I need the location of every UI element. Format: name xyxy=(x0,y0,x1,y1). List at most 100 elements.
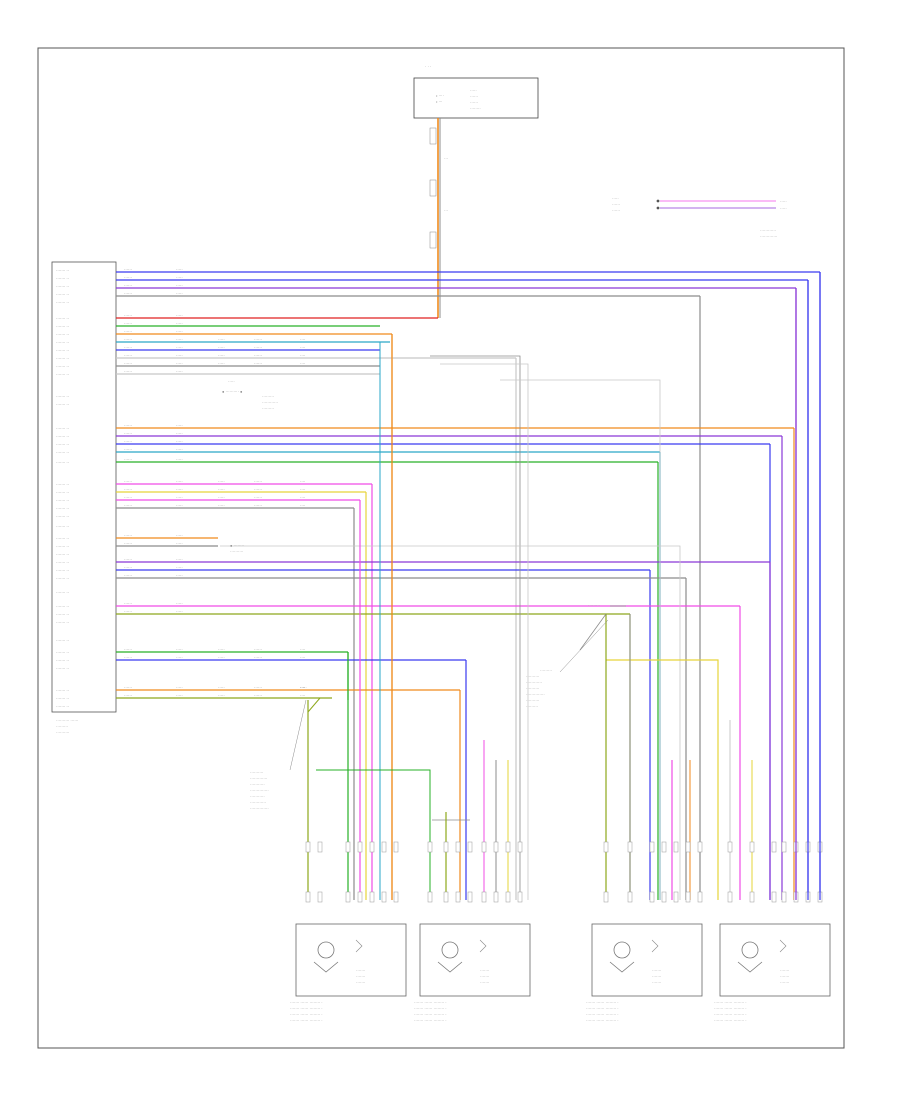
wire-label: ······ xyxy=(124,685,132,690)
wire-label: ····· xyxy=(176,601,183,606)
svg-text:·········: ········· xyxy=(540,668,552,673)
terminal-marker xyxy=(317,891,323,903)
pin-label: ······· ·· xyxy=(56,442,69,447)
terminal-marker xyxy=(305,891,311,903)
wire-label: ····· xyxy=(176,541,183,546)
pin-label: ······· ·· xyxy=(56,402,69,407)
wire-label: ······ xyxy=(124,647,132,652)
terminal-marker xyxy=(627,841,633,853)
feed-wire: ··· ··· xyxy=(429,118,448,318)
wire-label: ····· xyxy=(218,495,225,500)
wire-label: ······ xyxy=(124,313,132,318)
wire-label: ······ xyxy=(254,495,262,500)
terminal-marker xyxy=(345,891,351,903)
wire-label: ····· xyxy=(176,457,183,462)
svg-text:······: ······ xyxy=(470,100,478,105)
terminal-marker xyxy=(673,841,679,853)
wire-label: ···· xyxy=(300,361,305,366)
pin-label: ······· ·· xyxy=(56,576,69,581)
terminal-marker xyxy=(749,891,755,903)
wire-label: ······ xyxy=(124,557,132,562)
svg-text:·······: ······· xyxy=(480,968,489,973)
svg-text:·······: ······· xyxy=(652,968,661,973)
pin-label: ······· ·· xyxy=(56,604,69,609)
svg-text:······· ······ ········ ·: ······· ······ ········ · xyxy=(586,1012,619,1017)
terminal-marker xyxy=(505,891,511,903)
terminal-marker xyxy=(357,891,363,903)
harness-wire xyxy=(307,697,321,713)
wire-label: ····· xyxy=(176,565,183,570)
pin-label: ······· ·· xyxy=(56,514,69,519)
svg-text:············: ············ xyxy=(526,680,542,685)
terminal-marker xyxy=(685,891,691,903)
harness-wire xyxy=(402,769,431,900)
wire-label: ···· xyxy=(300,685,305,690)
seat-motor: ···························· ······ ····… xyxy=(586,923,703,1023)
wire-label: ······ xyxy=(124,439,132,444)
wire-label: ····· xyxy=(176,557,183,562)
wire-label: ····· xyxy=(218,647,225,652)
wire-label: ···· xyxy=(300,693,305,698)
svg-text:·····: ····· xyxy=(780,199,787,204)
pin-label: ······· ·· xyxy=(56,666,69,671)
svg-text:···········: ··········· xyxy=(250,782,265,787)
return-wire xyxy=(220,545,681,900)
svg-text:··········: ·········· xyxy=(230,549,243,554)
wire-label: ···· xyxy=(300,479,305,484)
wire-label: ······ xyxy=(124,447,132,452)
pin-label: ······· ·· xyxy=(56,332,69,337)
svg-text:······· ······ ········ ·: ······· ······ ········ · xyxy=(714,1018,747,1023)
pin-label: ······· ·· xyxy=(56,292,69,297)
svg-text:······· ······ ········ ·: ······· ······ ········ · xyxy=(290,1012,323,1017)
svg-text:······· ······ ········ ·: ······· ······ ········ · xyxy=(290,1006,323,1011)
wire-label: ····· xyxy=(176,361,183,366)
pin-label: ······· ·· xyxy=(56,356,69,361)
wire-label: ······ xyxy=(124,329,132,334)
leader xyxy=(579,613,607,651)
wire-label: ····· xyxy=(176,479,183,484)
wire-label: ····· xyxy=(218,345,225,350)
svg-text:··········: ·········· xyxy=(56,730,69,735)
terminal-marker xyxy=(369,841,375,853)
wire-label: ····· xyxy=(176,655,183,660)
terminal-marker xyxy=(393,841,399,853)
terminal-marker xyxy=(517,891,523,903)
wire-label: ···· xyxy=(300,503,305,508)
ground-connector: ····· ······ ······ ····· ····· ········… xyxy=(612,196,787,239)
wire-label: ····· xyxy=(176,283,183,288)
terminal-marker xyxy=(517,841,523,853)
svg-text:··········: ·········· xyxy=(526,698,539,703)
svg-text:·····: ····· xyxy=(228,379,235,384)
svg-text:··········: ·········· xyxy=(526,686,539,691)
svg-text:·······: ······· xyxy=(780,974,789,979)
pin-label: ······· ·· xyxy=(56,560,69,565)
svg-text:·········: ········· xyxy=(588,603,600,608)
pin-label: ······· ·· xyxy=(56,524,69,529)
terminal-marker xyxy=(649,841,655,853)
terminal-marker xyxy=(781,891,787,903)
svg-text:·····: ····· xyxy=(470,88,477,93)
pin-label: ······· ·· xyxy=(56,426,69,431)
svg-text:············: ············ xyxy=(262,400,278,405)
pin-label: ······· ·· xyxy=(56,372,69,377)
terminal-marker xyxy=(305,841,311,853)
wire-label: ····· xyxy=(218,685,225,690)
pin-label: ······· ·· xyxy=(56,268,69,273)
wire-label: ····· xyxy=(176,291,183,296)
svg-text:············: ············ xyxy=(250,800,266,805)
terminal-marker xyxy=(467,841,473,853)
terminal-marker xyxy=(381,891,387,903)
seat-motor: ···························· ······ ····… xyxy=(414,923,531,1023)
wire-label: ······ xyxy=(124,609,132,614)
pin-label: ······· ·· xyxy=(56,348,69,353)
svg-text:·········: ········· xyxy=(526,704,538,709)
terminal-marker xyxy=(727,891,733,903)
wire-label: ······ xyxy=(124,267,132,272)
wire-label: ····· xyxy=(218,693,225,698)
motor-icon xyxy=(741,941,759,959)
wire-label: ···· xyxy=(300,495,305,500)
wire-label: ······ xyxy=(254,487,262,492)
wire-label: ····· xyxy=(218,479,225,484)
terminal-marker xyxy=(427,841,433,853)
